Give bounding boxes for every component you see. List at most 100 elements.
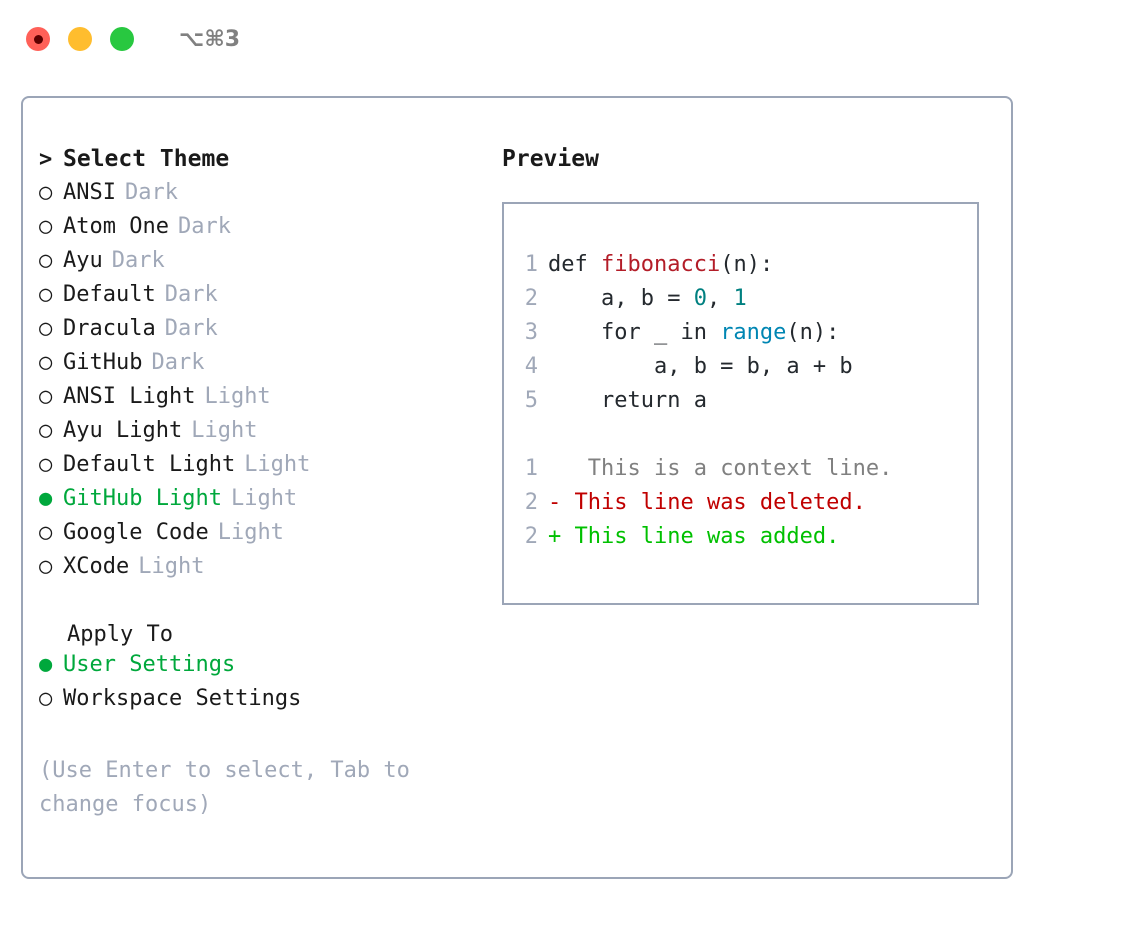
theme-list-item[interactable]: ○ Default Dark	[39, 282, 499, 316]
radio-unselected-icon[interactable]: ○	[39, 248, 53, 273]
theme-name-label: Ayu Light	[63, 418, 183, 443]
theme-list-item[interactable]: ○ GitHub Dark	[39, 350, 499, 384]
radio-selected-icon[interactable]: ●	[39, 652, 53, 677]
code-token: ,	[706, 286, 734, 311]
diff-sample: 1 This is a context line.2- This line wa…	[504, 456, 977, 558]
keyboard-shortcut-label: ⌥⌘3	[179, 26, 241, 52]
theme-name-label: ANSI	[63, 180, 116, 205]
code-line: 2 a, b = 0, 1	[504, 286, 977, 320]
radio-unselected-icon[interactable]: ○	[39, 452, 53, 477]
theme-list-item[interactable]: ○ ANSI Light Light	[39, 384, 499, 418]
code-token: 1	[733, 286, 747, 311]
code-diff-spacer	[504, 422, 977, 456]
close-button-icon[interactable]	[26, 27, 50, 51]
radio-unselected-icon[interactable]: ○	[39, 686, 53, 711]
theme-name-label: GitHub	[63, 350, 143, 375]
code-token: (n):	[786, 320, 840, 345]
list-spacer	[39, 588, 499, 618]
theme-name-label: Atom One	[63, 214, 169, 239]
radio-unselected-icon[interactable]: ○	[39, 316, 53, 341]
theme-list-item[interactable]: ○ XCode Light	[39, 554, 499, 588]
prompt-caret-icon: >	[39, 147, 53, 172]
theme-variant-tag: Dark	[111, 248, 165, 273]
apply-to-item[interactable]: ○ Workspace Settings	[39, 686, 499, 720]
diff-sign: -	[548, 490, 562, 515]
radio-unselected-icon[interactable]: ○	[39, 554, 53, 579]
radio-unselected-icon[interactable]: ○	[39, 282, 53, 307]
apply-to-label: Workspace Settings	[63, 686, 302, 711]
theme-name-label: ANSI Light	[63, 384, 196, 409]
radio-unselected-icon[interactable]: ○	[39, 214, 53, 239]
theme-variant-tag: Dark	[164, 282, 218, 307]
radio-unselected-icon[interactable]: ○	[39, 418, 53, 443]
record-indicator-icon	[33, 34, 43, 44]
diff-line: 2- This line was deleted.	[504, 490, 977, 524]
radio-unselected-icon[interactable]: ○	[39, 350, 53, 375]
theme-list-item[interactable]: ○ Dracula Dark	[39, 316, 499, 350]
apply-to-label: User Settings	[63, 652, 236, 677]
line-number: 2	[524, 490, 538, 515]
select-theme-header: > Select Theme	[39, 146, 499, 180]
theme-name-label: Dracula	[63, 316, 156, 341]
hint-spacer	[39, 720, 499, 754]
radio-unselected-icon[interactable]: ○	[39, 384, 53, 409]
theme-list-item[interactable]: ○ Atom One Dark	[39, 214, 499, 248]
theme-variant-tag: Light	[138, 554, 205, 579]
code-token: range	[720, 320, 787, 345]
keyboard-hint-text: (Use Enter to select, Tab to change focu…	[39, 758, 410, 817]
diff-sign	[548, 456, 561, 481]
code-line: 4 a, b = b, a + b	[504, 354, 977, 388]
line-number: 2	[524, 286, 538, 311]
theme-list-item[interactable]: ○ Google Code Light	[39, 520, 499, 554]
theme-variant-tag: Light	[217, 520, 284, 545]
title-bar: ⌥⌘3	[0, 0, 1140, 78]
code-token: a, b =	[548, 286, 694, 311]
theme-variant-tag: Dark	[151, 350, 205, 375]
theme-name-label: Google Code	[63, 520, 209, 545]
theme-name-label: XCode	[63, 554, 130, 579]
apply-to-title: Apply To	[67, 622, 173, 647]
theme-name-label: Default Light	[63, 452, 236, 477]
line-number: 2	[524, 524, 538, 549]
diff-text: This line was added.	[561, 524, 840, 549]
line-number: 4	[524, 354, 538, 379]
diff-text: This is a context line.	[561, 456, 893, 481]
theme-variant-tag: Dark	[164, 316, 218, 341]
apply-to-item[interactable]: ● User Settings	[39, 652, 499, 686]
diff-line: 1 This is a context line.	[504, 456, 977, 490]
code-token: fibonacci	[600, 252, 721, 277]
radio-unselected-icon[interactable]: ○	[39, 520, 53, 545]
code-line: 5 return a	[504, 388, 977, 422]
theme-name-label: Default	[63, 282, 156, 307]
code-token: for _ in	[548, 320, 721, 345]
radio-selected-icon[interactable]: ●	[39, 486, 53, 511]
theme-variant-tag: Light	[204, 384, 271, 409]
window-controls	[26, 27, 134, 51]
diff-text: This line was deleted.	[561, 490, 866, 515]
code-line: 3 for _ in range(n):	[504, 320, 977, 354]
theme-variant-tag: Dark	[177, 214, 231, 239]
code-token: return a	[548, 388, 707, 413]
code-token: 0	[693, 286, 707, 311]
radio-unselected-icon[interactable]: ○	[39, 180, 53, 205]
code-token: def	[548, 252, 601, 277]
line-number: 5	[524, 388, 538, 413]
maximize-button-icon[interactable]	[110, 27, 134, 51]
line-number: 1	[524, 252, 538, 277]
theme-list-item[interactable]: ○ ANSI Dark	[39, 180, 499, 214]
code-token: a, b = b, a + b	[548, 354, 853, 379]
theme-variant-tag: Dark	[124, 180, 178, 205]
minimize-button-icon[interactable]	[68, 27, 92, 51]
theme-variant-tag: Light	[230, 486, 298, 511]
